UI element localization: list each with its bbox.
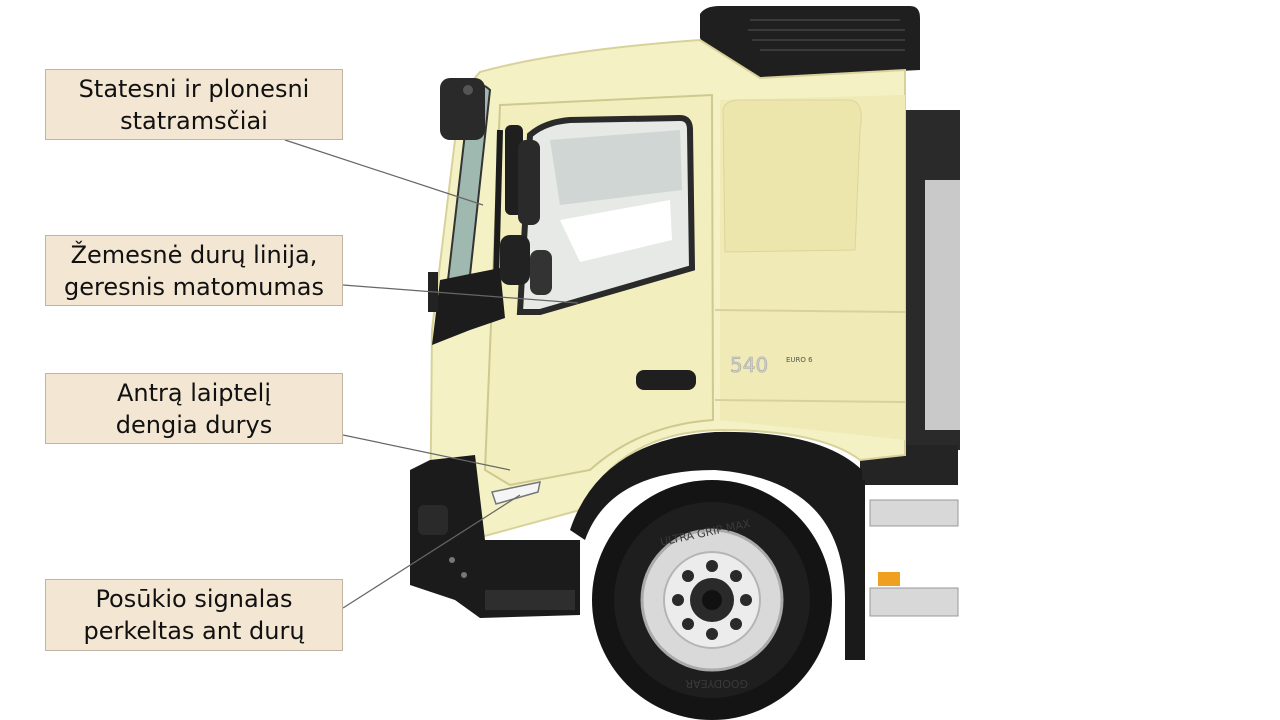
callout-text: Statesni ir plonesni statramsčiai — [78, 74, 310, 135]
turn-signal-lamp — [491, 481, 541, 505]
callout-lower-door-line: Žemesnė durų linija, geresnis matomumas — [45, 235, 343, 306]
callout-text: Antrą laiptelį dengia durys — [115, 378, 273, 439]
callout-second-step: Antrą laiptelį dengia durys — [45, 373, 343, 444]
leader-line-step — [342, 434, 511, 471]
callout-text: Žemesnė durų linija, geresnis matomumas — [64, 240, 324, 301]
leader-line-pillars — [284, 139, 484, 206]
leader-line-signal — [342, 494, 521, 609]
front-wheel: ULTRA GRIP MAX GOODYEAR — [592, 480, 832, 720]
leader-line-door-line — [342, 284, 579, 304]
roof-deflector — [700, 6, 920, 78]
model-badge: 540 — [730, 353, 768, 377]
callout-text: Posūkio signalas perkeltas ant durų — [83, 585, 305, 645]
euro-badge: EURO 6 — [786, 356, 813, 364]
door-handle — [636, 370, 696, 390]
tyre-label-bottom: GOODYEAR — [685, 677, 748, 690]
wheel-arch — [570, 431, 862, 600]
callout-taller-pillars: Statesni ir plonesni statramsčiai — [45, 69, 343, 140]
callout-turn-signal: Posūkio signalas perkeltas ant durų — [45, 579, 343, 651]
side-mirror — [428, 78, 552, 321]
truck-chassis — [845, 110, 960, 660]
front-bumper — [410, 455, 580, 618]
